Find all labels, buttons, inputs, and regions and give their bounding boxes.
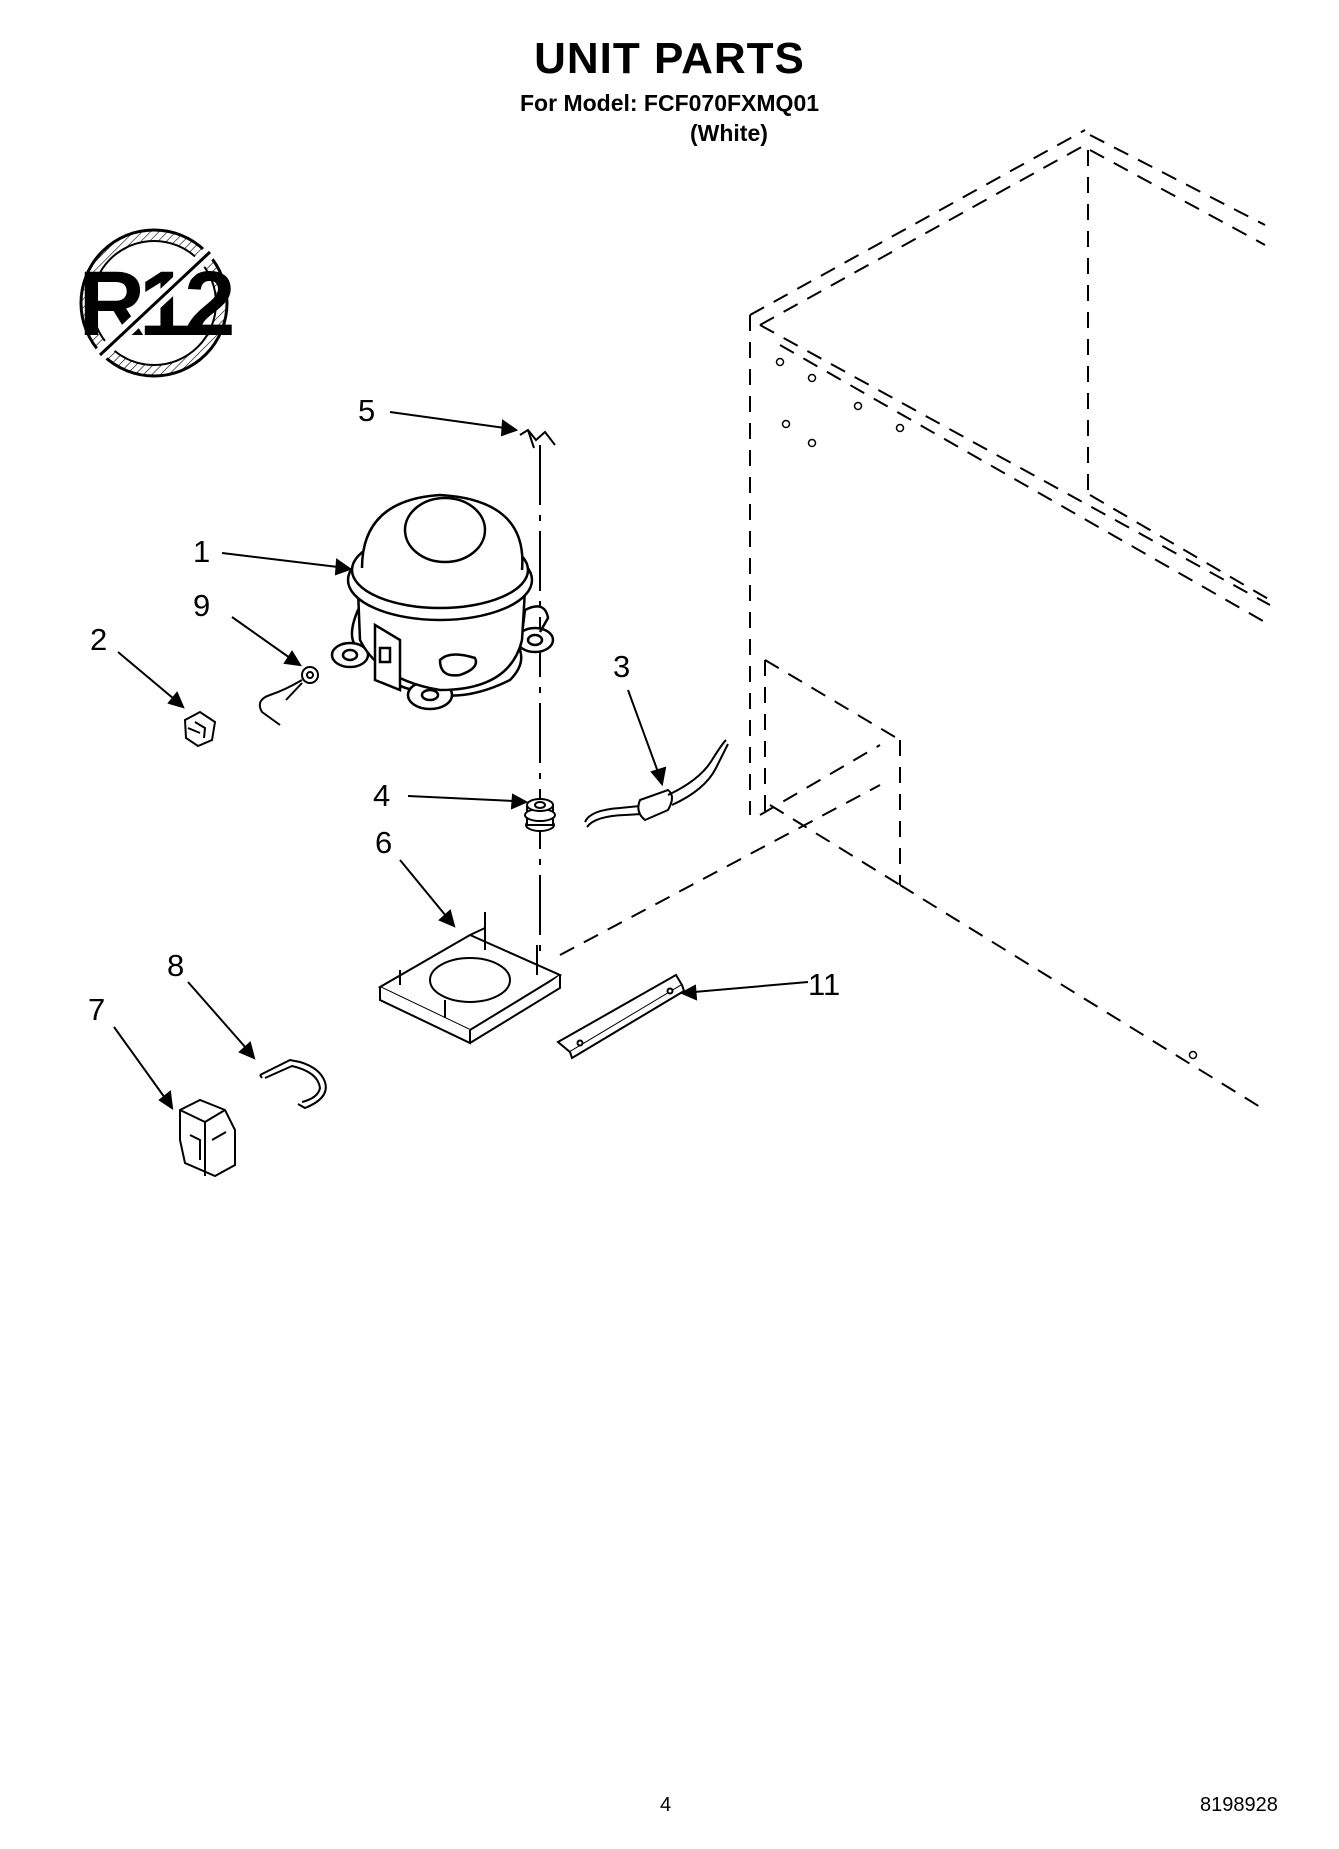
- callout-1: 1: [193, 534, 210, 569]
- callout-4: 4: [373, 778, 390, 813]
- callout-8: 8: [167, 948, 184, 983]
- part-5-clip: [519, 428, 556, 449]
- model-subtitle: For Model: FCF070FXMQ01: [520, 90, 820, 116]
- part-4-grommet: [524, 798, 556, 832]
- callout-6: 6: [375, 825, 392, 860]
- part-7-relay-cover: [179, 1098, 236, 1178]
- cabinet-screw-holes: [775, 357, 1198, 1060]
- callout-5: 5: [358, 393, 375, 428]
- leader-arrows: [113, 411, 809, 1111]
- part-8-spring-clip: [259, 1058, 327, 1110]
- no-r12-badge: R12: [79, 228, 238, 378]
- callout-7: 7: [88, 992, 105, 1027]
- part-11-bracket: [556, 973, 686, 1060]
- callout-11: 11: [808, 967, 840, 1002]
- part-1-compressor: [330, 493, 555, 711]
- color-variant: (White): [690, 120, 768, 146]
- part-3-drier: [584, 739, 729, 828]
- page-number: 4: [660, 1794, 672, 1816]
- part-2-clip: [183, 710, 217, 748]
- callout-numbers: 1 2 3 4 5 6 7 8 9 11: [88, 393, 840, 1027]
- document-number: 8198928: [1200, 1794, 1278, 1816]
- part-9-wire-lead: [258, 666, 319, 726]
- callout-3: 3: [613, 649, 630, 684]
- callout-2: 2: [90, 622, 107, 657]
- callout-9: 9: [193, 588, 210, 623]
- part-6-mounting-plate: [377, 912, 563, 1045]
- page-title: UNIT PARTS: [534, 34, 805, 83]
- cabinet-outline: [559, 129, 1271, 1111]
